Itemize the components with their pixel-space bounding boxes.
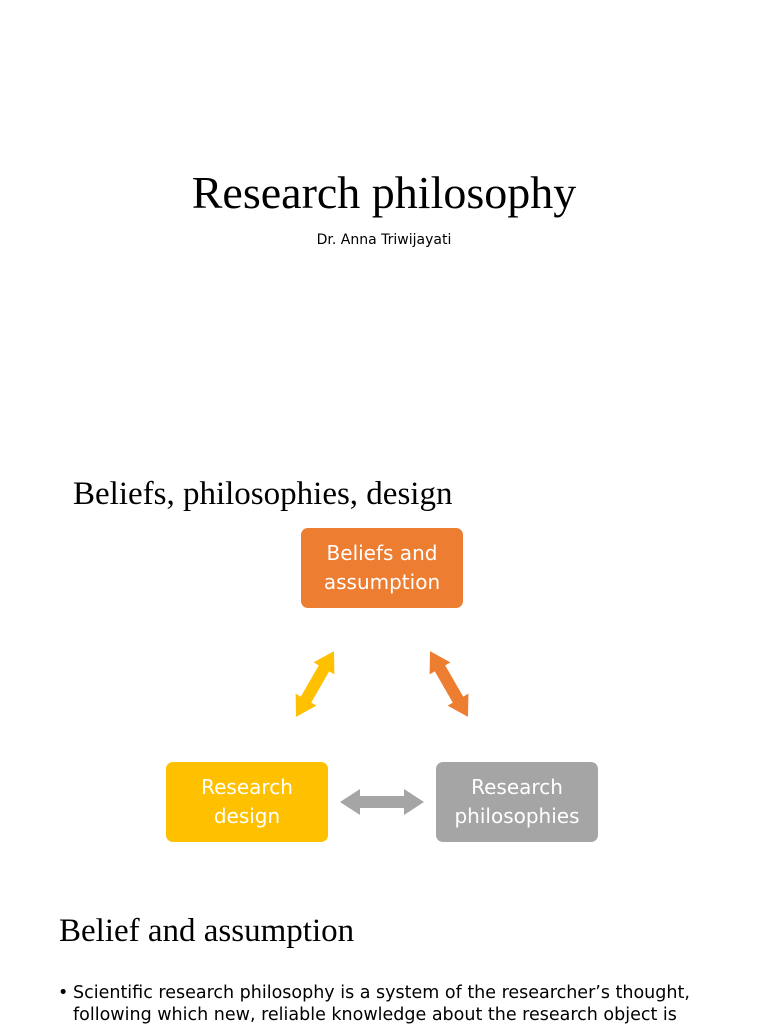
- box-beliefs-assumption: Beliefs and assumption: [301, 528, 463, 608]
- box-label-line1: Beliefs and: [326, 541, 438, 565]
- box-research-design: Research design: [166, 762, 328, 842]
- box-label-line2: philosophies: [454, 804, 580, 828]
- author-name: Dr. Anna Triwijayati: [316, 232, 452, 248]
- slide-heading: Belief and assumption: [59, 913, 355, 949]
- box-label-line2: assumption: [323, 570, 441, 594]
- box-label-line2: design: [213, 804, 281, 828]
- slide-title: Research philosophy Dr. Anna Triwijayati: [0, 0, 768, 440]
- slide-beliefs-diagram: Beliefs, philosophies, design Beliefs an…: [0, 440, 768, 880]
- box-label-line1: Research: [471, 775, 563, 799]
- bullet-text-line2: following which new, reliable knowledge …: [73, 1005, 677, 1024]
- bullet-list: • Scientific research philosophy is a sy…: [58, 982, 728, 1024]
- bullet-marker: •: [58, 983, 69, 1003]
- presentation-title: Research philosophy: [191, 167, 577, 218]
- double-arrow-beliefs-philosophies: [429, 651, 469, 717]
- box-research-philosophies: Research philosophies: [436, 762, 598, 842]
- list-item: • Scientific research philosophy is a sy…: [58, 982, 728, 1024]
- box-label-line1: Research: [201, 775, 293, 799]
- slide-belief-assumption: Belief and assumption • Scientific resea…: [0, 880, 768, 1024]
- double-arrow-design-beliefs: [295, 651, 335, 717]
- double-arrow-design-philosophies: [340, 789, 424, 815]
- cycle-arrows: [295, 651, 469, 815]
- slide-heading: Beliefs, philosophies, design: [73, 476, 453, 512]
- bullet-text-line1: Scientific research philosophy is a syst…: [73, 983, 690, 1003]
